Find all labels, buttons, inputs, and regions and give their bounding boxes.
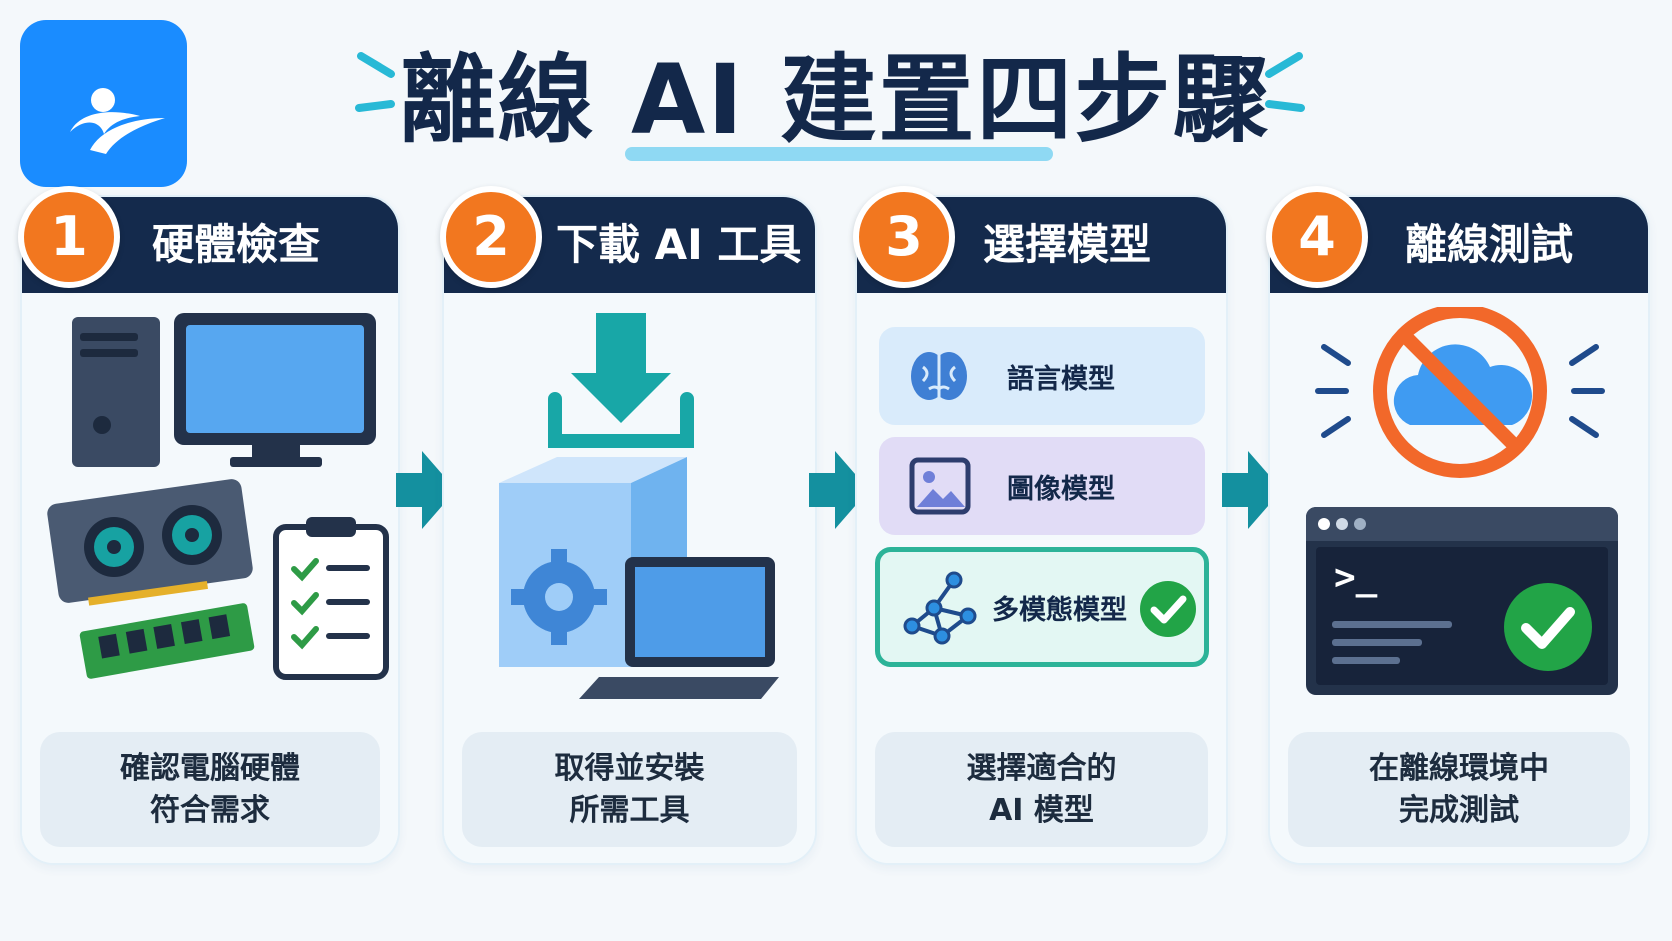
page-title: 離線 AI 建置四步驟 (399, 44, 1271, 156)
model-option-multimodal[interactable]: 多模態模型 (875, 547, 1209, 667)
step-card-1: 硬體檢查 (20, 195, 400, 865)
step-badge-2: 2 (440, 186, 542, 288)
checklist-icon (273, 517, 389, 680)
step-title: 選擇模型 (983, 220, 1152, 269)
model-option-language[interactable]: 語言模型 (879, 327, 1205, 425)
step-badge-1: 1 (18, 186, 120, 288)
step-title: 離線測試 (1405, 220, 1574, 269)
model-option-image[interactable]: 圖像模型 (879, 437, 1205, 535)
sparkle-right-icon (1265, 52, 1305, 112)
step-card-3: 選擇模型 語言模型 圖像模型 (855, 195, 1228, 865)
step-caption: 在離線環境中 完成測試 (1288, 732, 1630, 847)
model-label: 圖像模型 (1007, 473, 1115, 505)
image-icon (909, 457, 971, 515)
step-caption: 確認電腦硬體 符合需求 (40, 732, 380, 847)
terminal-window-icon (1306, 507, 1618, 695)
laptop-icon (579, 557, 779, 699)
download-illustration (499, 313, 779, 699)
step-caption: 取得並安裝 所需工具 (462, 732, 797, 847)
app-logo (20, 20, 187, 187)
step-card-4: 離線測試 >_ 在離線環境中 完成測試 (1268, 195, 1650, 865)
step-caption: 選擇適合的 AI 模型 (875, 732, 1208, 847)
step-title: 下載 AI 工具 (556, 220, 802, 269)
logo-icon (70, 88, 165, 154)
arrow-right-icon (1222, 451, 1282, 529)
brain-icon (911, 352, 967, 400)
sparkle-left-icon (355, 52, 395, 112)
model-label: 多模態模型 (992, 594, 1127, 626)
no-cloud-icon (1315, 307, 1605, 478)
arrow-right-icon (809, 451, 869, 529)
gpu-icon (47, 479, 253, 606)
pc-tower-icon (72, 317, 160, 467)
model-label: 語言模型 (1007, 363, 1115, 395)
download-icon (548, 313, 694, 448)
arrow-right-icon (396, 451, 456, 529)
terminal-prompt: >_ (1334, 557, 1378, 598)
title-underline (625, 147, 1053, 161)
title-area: 離線 AI 建置四步驟 (340, 30, 1330, 170)
monitor-icon (174, 313, 376, 467)
network-icon (903, 571, 977, 645)
step-title: 硬體檢查 (152, 220, 321, 269)
hardware-illustration (47, 313, 389, 680)
ram-icon (79, 603, 255, 679)
step-badge-4: 4 (1266, 186, 1368, 288)
step-card-2: 下載 AI 工具 取得並安裝 所需工具 (442, 195, 817, 865)
step-badge-3: 3 (853, 186, 955, 288)
check-circle-icon (1140, 581, 1196, 637)
